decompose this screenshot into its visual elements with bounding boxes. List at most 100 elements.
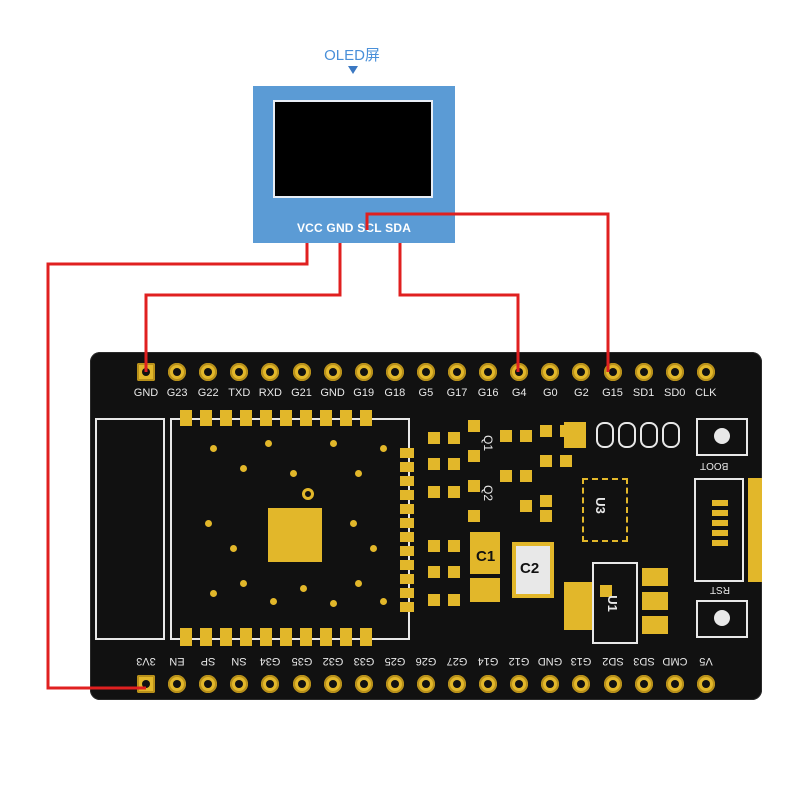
pin-label-top: SD0 [663, 387, 686, 399]
module-pad [220, 410, 232, 426]
smd-pad [520, 500, 532, 512]
c1-pad-lower [470, 578, 500, 602]
smd-pad [428, 566, 440, 578]
pin-pad-top [416, 363, 435, 381]
pin-pad-bottom [572, 675, 591, 693]
via [350, 520, 357, 527]
module-pad [300, 628, 312, 646]
module-pad [340, 628, 352, 646]
smd-pad [540, 510, 552, 522]
smd-pad [448, 566, 460, 578]
pin-pad-bottom [354, 675, 373, 693]
pin-pad-bottom [416, 675, 435, 693]
via [300, 585, 307, 592]
pin-label-top: G15 [602, 387, 623, 399]
smd-pad [500, 470, 512, 482]
smd-pad [468, 510, 480, 522]
pin-pad-bottom [541, 675, 560, 693]
pin-pad-bottom [479, 675, 498, 693]
pin-pad-top [292, 363, 311, 381]
module-pad [320, 410, 332, 426]
smd-pad [428, 432, 440, 444]
u1-pin [642, 616, 668, 634]
usb-shell [748, 478, 762, 582]
usb-pin [712, 520, 728, 526]
via [240, 465, 247, 472]
smd-pad [520, 470, 532, 482]
via-large [302, 488, 314, 500]
c1-label: C1 [476, 548, 496, 565]
usb-pin [712, 540, 728, 546]
resistor-outline [662, 422, 680, 448]
via [355, 580, 362, 587]
smd-pad [428, 540, 440, 552]
pin-pad-bottom [168, 675, 187, 693]
resistor-outline [596, 422, 614, 448]
module-pad [180, 410, 192, 426]
reset-label: RST [710, 584, 730, 595]
smd-pad [468, 480, 480, 492]
oled-screen [273, 100, 433, 198]
smd-pad [448, 486, 460, 498]
module-pad [400, 490, 414, 500]
u3-outline [582, 478, 628, 542]
module-pad [400, 476, 414, 486]
module-pad [400, 602, 414, 612]
module-pad [200, 628, 212, 646]
via [330, 440, 337, 447]
pin-label-bottom: G34 [260, 655, 281, 667]
pin-pad-bottom [385, 675, 404, 693]
smd-pad [560, 455, 572, 467]
module-pad [220, 628, 232, 646]
module-pad [400, 462, 414, 472]
pin-label-top: G5 [418, 387, 434, 399]
usb-pin [712, 510, 728, 516]
pin-pad-top [479, 363, 498, 381]
via [210, 590, 217, 597]
pin-label-bottom: V5 [699, 655, 713, 667]
smd-pad [468, 420, 480, 432]
module-pad [280, 410, 292, 426]
pin-pad-top [448, 363, 466, 381]
via [270, 598, 277, 605]
module-pad [400, 448, 414, 458]
pin-pad-bottom [603, 675, 622, 693]
pin-pad-bottom [665, 675, 684, 693]
pin-pad-top [323, 363, 342, 381]
smd-pad [428, 486, 440, 498]
via [330, 600, 337, 607]
antenna-outline [95, 418, 165, 640]
usb-pin [712, 500, 728, 506]
pin-pad-top [603, 363, 622, 381]
via [370, 545, 377, 552]
smd-pad [600, 585, 612, 597]
u3-label: U3 [592, 497, 608, 514]
smd-pad [500, 430, 512, 442]
u1-label: U1 [604, 595, 620, 612]
via [230, 545, 237, 552]
via [265, 440, 272, 447]
u1-pin [642, 592, 668, 610]
via [290, 470, 297, 477]
pin-label-top: G0 [542, 387, 558, 399]
usb-connector [694, 478, 744, 582]
resistor-outline [618, 422, 636, 448]
smd-pad [520, 430, 532, 442]
via [355, 470, 362, 477]
pin-pad-bottom [634, 675, 653, 693]
boot-label: BOOT [700, 460, 729, 471]
module-pad [200, 410, 212, 426]
module-pad [300, 410, 312, 426]
module-pad [400, 518, 414, 528]
c2-body [512, 542, 554, 598]
pin-label-top: G18 [384, 387, 406, 399]
module-pad [320, 628, 332, 646]
pin-pad-top [168, 363, 187, 381]
module-pad [260, 410, 272, 426]
smd-pad [540, 495, 552, 507]
pin-pad-bottom [448, 675, 466, 693]
smd-pad [448, 432, 460, 444]
pin-label-top: G17 [446, 387, 468, 399]
module-pad [400, 574, 414, 584]
